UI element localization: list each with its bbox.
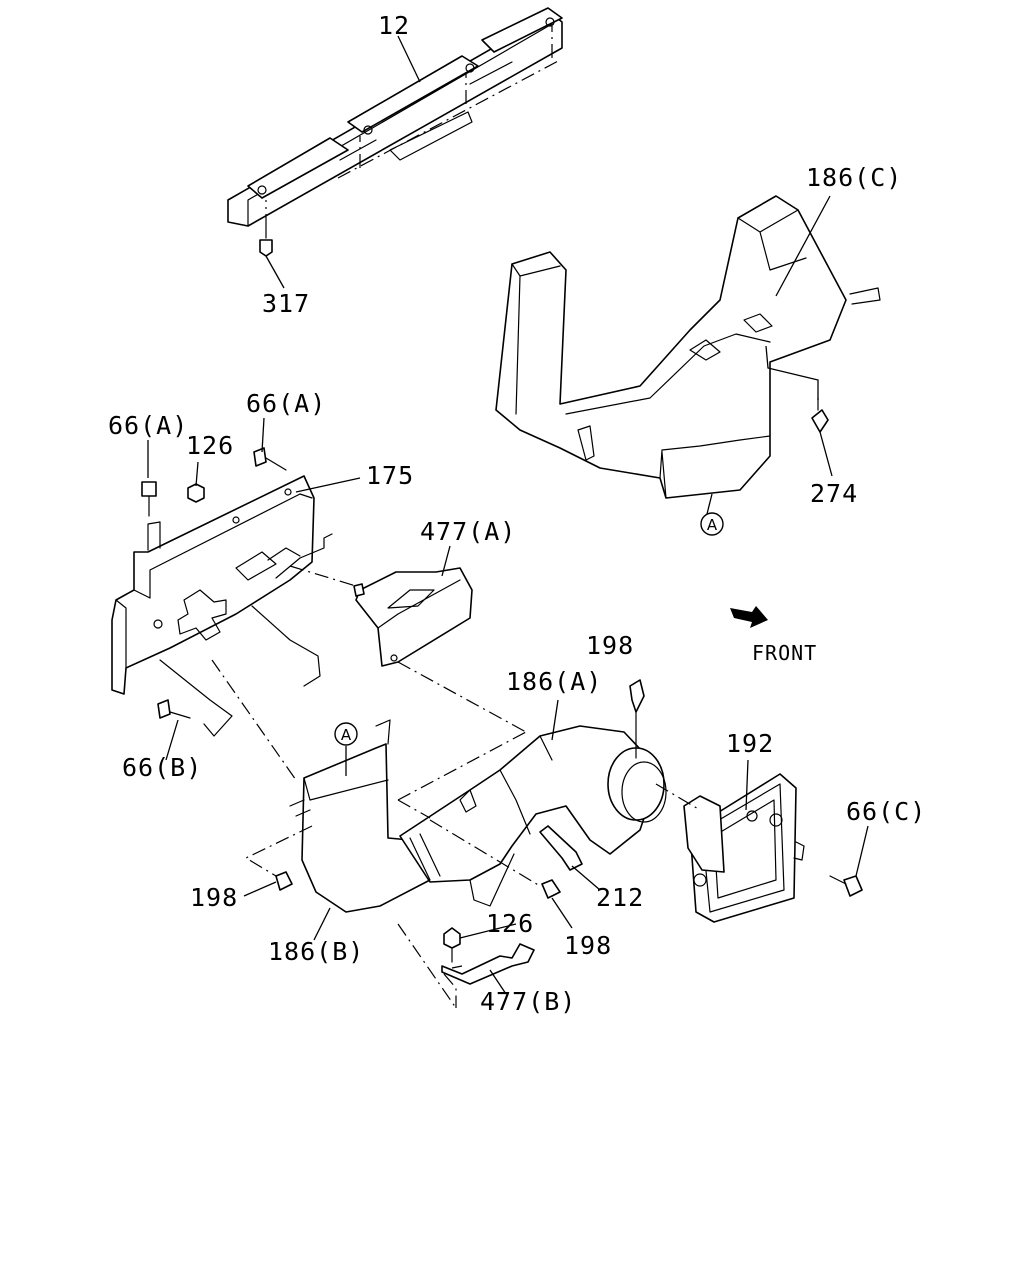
callout-192: 192 [726,729,774,758]
callout-198-bottom: 198 [564,931,612,960]
callout-477a: 477(A) [420,517,516,546]
nut-126-bottom [443,927,461,963]
callout-175: 175 [366,461,414,490]
callout-66a-left: 66(A) [108,411,188,440]
bolt-66b [157,699,191,719]
callout-12: 12 [378,11,410,40]
part-192-housing [683,773,805,923]
part-186c-upper-duct [495,195,881,499]
part-477b-bracket [441,943,535,985]
callout-477b: 477(B) [480,987,576,1016]
bolt-66a-left [141,481,157,517]
callout-186b: 186(B) [268,937,364,966]
callout-66c: 66(C) [846,797,926,826]
callout-126-top: 126 [186,431,234,460]
callout-labels: 12 317 186(C) 274 66(A) 66(A) 126 175 47… [108,11,926,1016]
ref-circle-a-lower: A [334,722,358,746]
callout-198-left: 198 [190,883,238,912]
leader-lines [147,35,869,995]
ref-circle-a-upper-text: A [707,516,718,534]
callout-66a-right: 66(A) [246,389,326,418]
callout-66b: 66(B) [122,753,202,782]
part-175-bracket [111,475,333,737]
ref-circle-a-lower-text: A [341,726,352,744]
part-186a-hose [399,725,667,907]
callout-317: 317 [262,289,310,318]
bolt-66c [829,875,863,897]
bolt-66a-right [253,447,287,471]
part-477a-bracket [353,567,473,667]
callout-186a: 186(A) [506,667,602,696]
clip-198-top [629,679,645,759]
part-12-duct-bar [227,7,563,227]
clip-198-bottom [541,879,561,899]
callout-126-bottom: 126 [486,909,534,938]
bolt-317 [259,227,273,257]
front-label: FRONT [752,641,817,665]
callout-198-top: 198 [586,631,634,660]
callout-274: 274 [810,479,858,508]
part-186b-elbow-duct [289,719,431,913]
phantom-lines [211,26,701,1009]
ref-circle-a-upper: A [700,512,724,536]
nut-126-top [187,483,205,503]
callout-212: 212 [596,883,644,912]
clip-274 [811,397,829,433]
clip-198-left [275,871,293,891]
front-arrow-icon [730,606,768,628]
callout-186c: 186(C) [806,163,902,192]
part-212-clip [539,825,583,871]
